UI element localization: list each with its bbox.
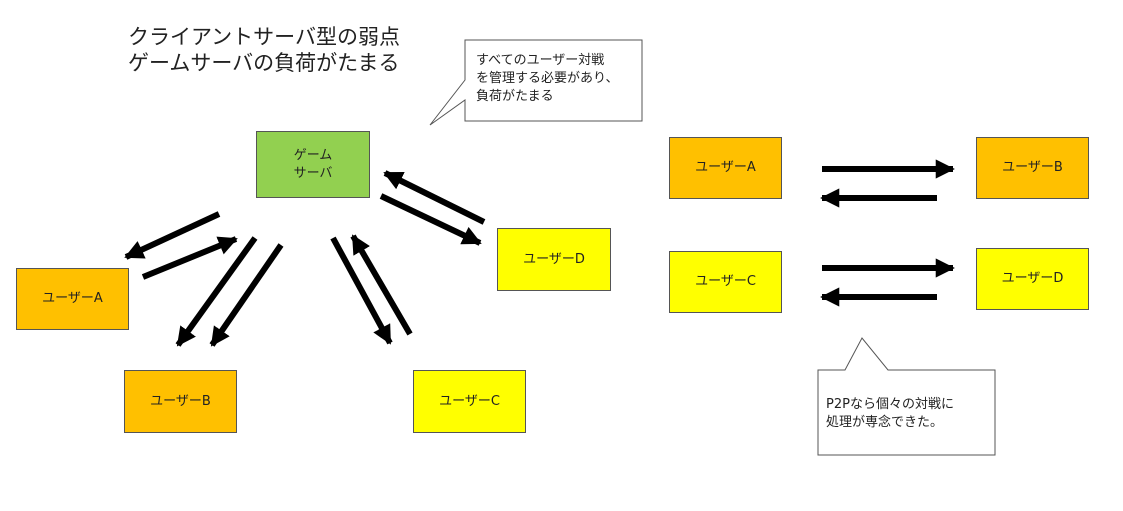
- right-user-c-box: ユーザーC: [669, 251, 782, 313]
- title-line-1: クライアントサーバ型の弱点: [128, 25, 400, 49]
- right-user-b-box: ユーザーB: [976, 137, 1089, 199]
- right-user-b-label: ユーザーB: [1002, 160, 1063, 175]
- right-user-d-box: ユーザーD: [976, 248, 1089, 310]
- right-user-d-label: ユーザーD: [1001, 271, 1064, 286]
- server-callout-line-3: 負荷がたまる: [476, 89, 554, 104]
- arrow-server-to-user-b: [175, 236, 258, 347]
- server-callout-line-1: すべてのユーザー対戦: [476, 53, 605, 68]
- arrow-server-to-user-d: [379, 193, 482, 246]
- arrow-user-d-to-server: [383, 170, 486, 225]
- game-server-box: ゲーム サーバ: [256, 131, 370, 198]
- game-server-label-2: サーバ: [293, 165, 333, 181]
- left-user-b-box: ユーザーB: [124, 370, 237, 433]
- arrow-user-a-to-server: [141, 236, 238, 280]
- arrow-server-to-user-c: [330, 236, 393, 345]
- left-user-a-box: ユーザーA: [16, 268, 129, 330]
- right-user-a-box: ユーザーA: [669, 137, 782, 199]
- left-user-a-label: ユーザーA: [42, 291, 103, 306]
- arrow-user-b-to-server: [209, 243, 284, 347]
- right-user-c-label: ユーザーC: [695, 274, 756, 289]
- p2p-callout-line-1: P2Pなら個々の対戦に: [826, 397, 954, 412]
- p2p-callout-line-2: 処理が専念できた。: [826, 415, 944, 430]
- p2p-callout-bubble: [817, 337, 996, 456]
- left-user-c-box: ユーザーC: [413, 370, 526, 433]
- left-user-d-box: ユーザーD: [497, 228, 611, 291]
- left-user-d-label: ユーザーD: [523, 251, 585, 267]
- game-server-label-1: ゲーム: [293, 147, 333, 163]
- left-user-b-label: ユーザーB: [150, 393, 211, 409]
- server-callout-line-2: を管理する必要があり、: [476, 71, 619, 86]
- server-callout-bubble: [429, 39, 643, 126]
- right-user-a-label: ユーザーA: [695, 160, 756, 175]
- arrow-server-to-user-a: [124, 211, 221, 260]
- left-user-c-label: ユーザーC: [439, 393, 500, 409]
- arrow-user-c-to-server: [350, 234, 413, 336]
- title-line-2: ゲームサーバの負荷がたまる: [128, 51, 400, 75]
